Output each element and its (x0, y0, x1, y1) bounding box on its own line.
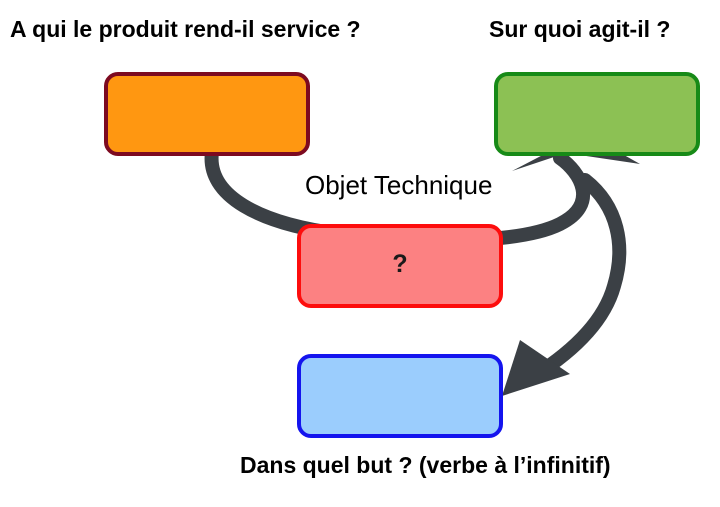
heading-who-served: A qui le produit rend-il service ? (10, 16, 361, 42)
heading-what-acts-on: Sur quoi agit-il ? (489, 16, 671, 42)
heading-for-what-purpose: Dans quel but ? (verbe à l’infinitif) (240, 452, 611, 478)
node-blue-purpose[interactable] (297, 354, 503, 438)
node-red-question-mark: ? (392, 249, 408, 278)
node-red-objet-technique[interactable]: ? (297, 224, 503, 308)
arrow-curve-to-blue (502, 173, 627, 396)
node-green-what-acts-on[interactable] (494, 72, 700, 156)
node-orange-who-served[interactable] (104, 72, 310, 156)
center-label-objet-technique: Objet Technique (305, 170, 493, 200)
